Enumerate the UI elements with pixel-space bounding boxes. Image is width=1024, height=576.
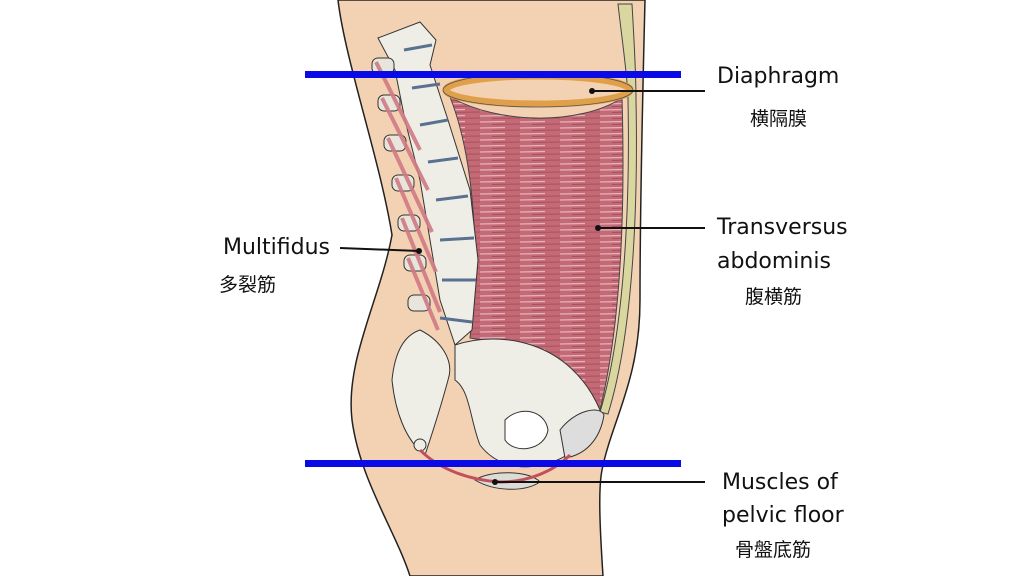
- diaphragm-label: Diaphragm: [717, 64, 840, 89]
- multifidus-label-ja: 多裂筋: [219, 274, 277, 296]
- diaphragm-label-ja: 横隔膜: [750, 108, 808, 130]
- transversus-label-line2: abdominis: [717, 249, 831, 274]
- leader-lines: [339, 90, 705, 483]
- pelvic-floor-label-line1: Muscles of: [722, 470, 838, 495]
- pelvic-floor-label-line2: pelvic floor: [722, 503, 844, 528]
- transversus-label-ja: 腹横筋: [745, 286, 803, 308]
- lower-marker-line: [305, 460, 681, 467]
- transversus-label-line1: Transversus: [717, 215, 848, 240]
- multifidus-label: Multifidus: [222, 235, 330, 260]
- pelvis: [391, 329, 605, 490]
- pelvic-floor-label-ja: 骨盤底筋: [735, 539, 812, 561]
- upper-marker-line: [305, 71, 681, 78]
